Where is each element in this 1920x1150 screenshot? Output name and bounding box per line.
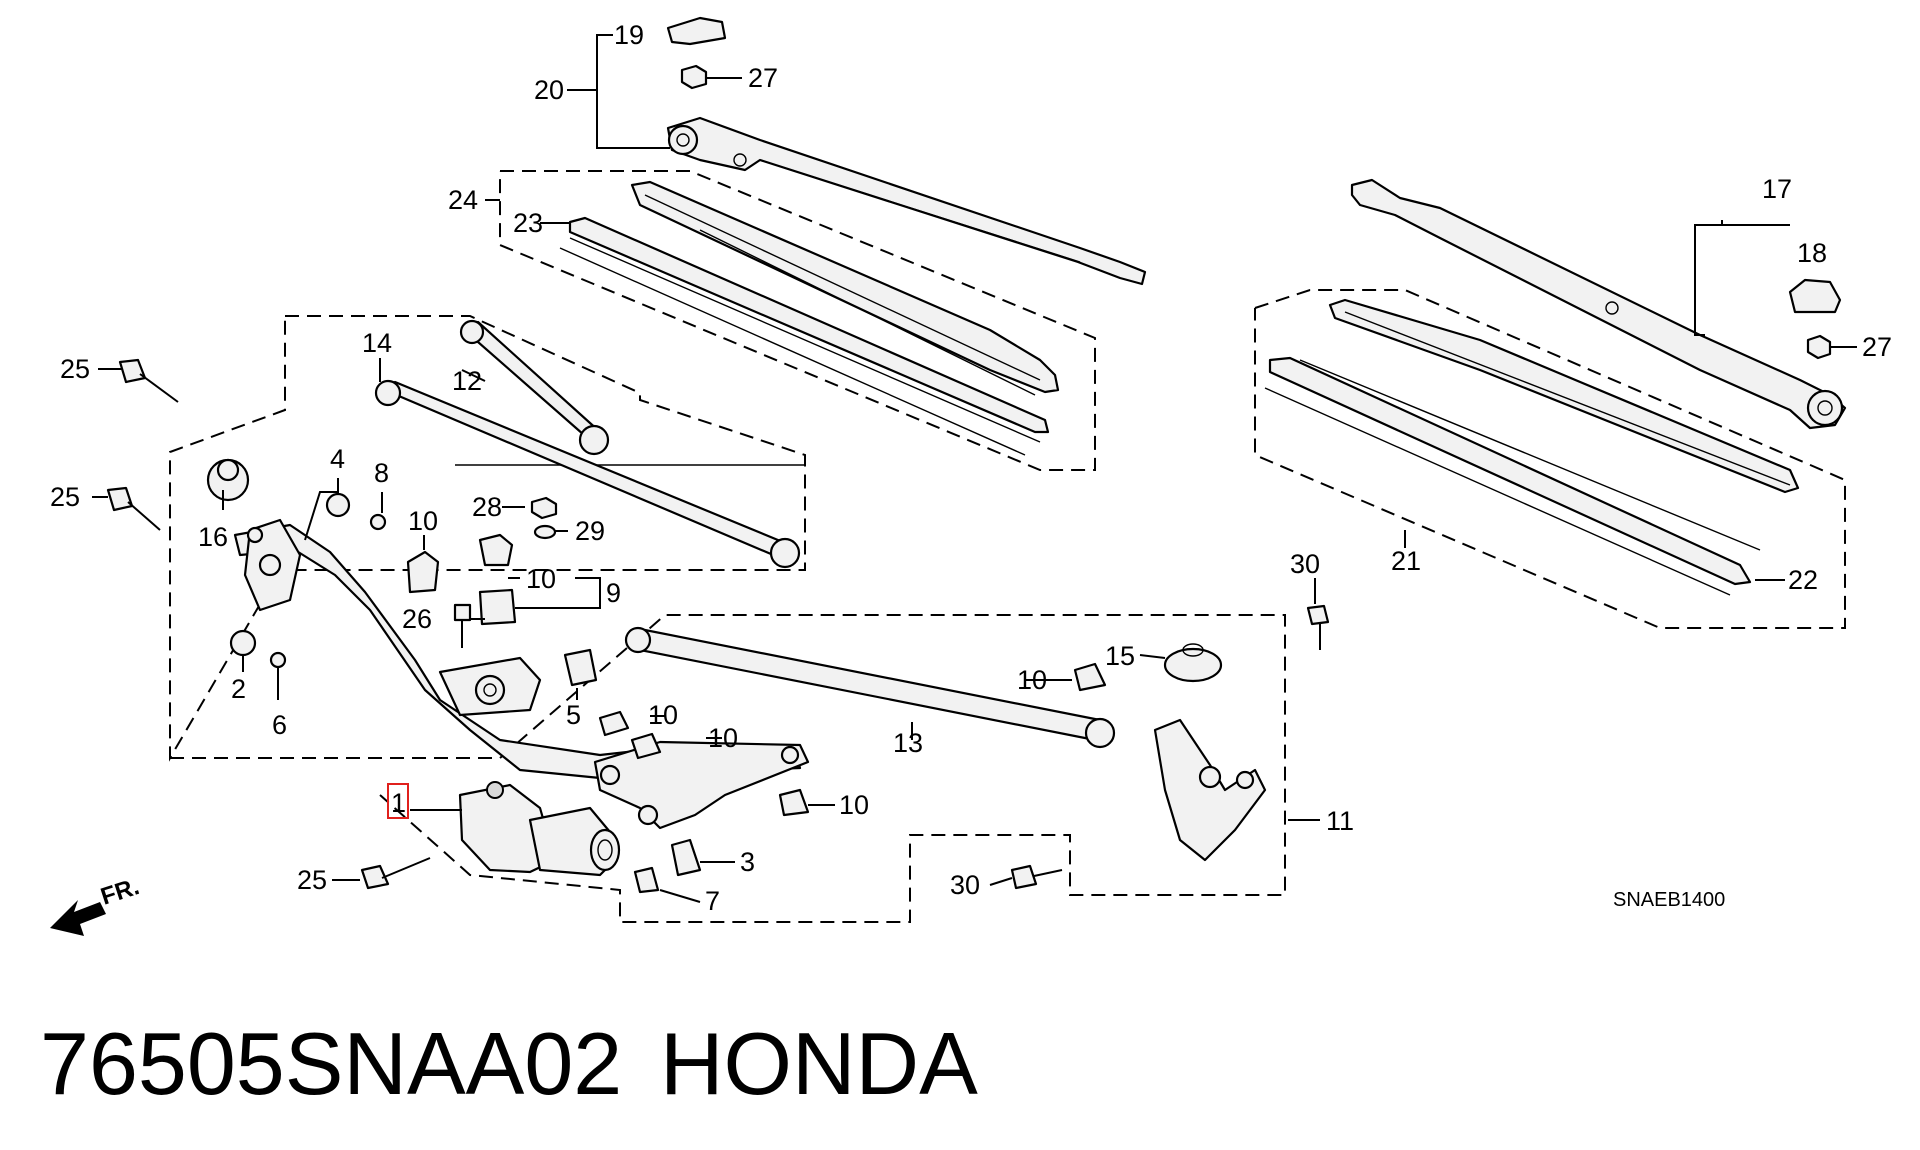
callout-10-d: 10 (708, 723, 738, 753)
callout-27-top: 27 (748, 63, 778, 93)
grommet-10-e (1073, 662, 1107, 692)
blade-rubber-22 (1264, 356, 1761, 596)
pivot-16 (206, 458, 302, 612)
bushing-3 (670, 838, 702, 877)
callout-10-e: 10 (1017, 665, 1047, 695)
bolt-26 (453, 603, 472, 648)
callout-1-highlight (387, 783, 409, 819)
front-marker: FR. (98, 873, 143, 911)
wiper-motor-1 (458, 781, 621, 877)
blade-rubber-23 (559, 216, 1050, 456)
bolt-30-right (1306, 604, 1330, 650)
linkage-rod-12 (374, 319, 801, 569)
callout-25-mid: 25 (50, 482, 80, 512)
group-boundary-24 (499, 170, 1096, 471)
callout-12: 12 (452, 366, 482, 396)
nut-27-right (1806, 334, 1832, 360)
front-direction-arrow-icon (50, 900, 106, 936)
washer-29 (533, 524, 557, 540)
linkage-rod-13 (624, 626, 1116, 749)
grommet-10-f (778, 788, 810, 817)
callout-10-b: 10 (526, 564, 556, 594)
callout-17: 17 (1762, 174, 1792, 204)
callout-8: 8 (374, 458, 389, 488)
callout-27-right: 27 (1862, 332, 1892, 362)
bolt-25-mid (106, 486, 161, 531)
callout-4: 4 (330, 444, 345, 474)
callout-3: 3 (740, 847, 755, 877)
grommet-10-c (598, 710, 630, 737)
bolt-8 (369, 513, 387, 531)
bolt-25-top (118, 358, 179, 403)
bolt-6 (269, 651, 287, 669)
callout-25-bottom: 25 (297, 865, 327, 895)
callout-28: 28 (472, 492, 502, 522)
callout-7: 7 (705, 886, 720, 916)
callout-5: 5 (566, 700, 581, 730)
callout-16: 16 (198, 522, 228, 552)
group-boundary-linkage (169, 315, 806, 762)
grommet-10-a (406, 550, 440, 594)
callout-23: 23 (513, 208, 543, 238)
part-number: 76505SNAA02 (40, 1014, 622, 1113)
callout-1: 1 (391, 788, 406, 818)
callout-26: 26 (402, 604, 432, 634)
front-wiper-arm-20 (666, 116, 1147, 286)
callout-30-bottom: 30 (950, 870, 980, 900)
passenger-wiper-blade-21 (1328, 298, 1800, 494)
bolt-25-bottom (360, 857, 431, 890)
passenger-wiper-arm-17 (1350, 178, 1847, 430)
brand-name: HONDA (660, 1014, 978, 1113)
callout-29: 29 (575, 516, 605, 546)
callout-13: 13 (893, 728, 923, 758)
group-boundary-21 (1254, 289, 1846, 629)
callout-9: 9 (606, 578, 621, 608)
nut-28 (530, 496, 558, 520)
grommet-10-d (630, 732, 662, 760)
callout-6: 6 (272, 710, 287, 740)
bolt-30-bottom (1010, 864, 1063, 890)
bushing-4 (325, 492, 351, 518)
bracket-9 (478, 588, 517, 626)
callout-2: 2 (231, 674, 246, 704)
callout-22: 22 (1788, 565, 1818, 595)
bushing-5 (563, 648, 598, 687)
callout-18: 18 (1797, 238, 1827, 268)
callout-19: 19 (614, 20, 644, 50)
bushing-2 (229, 629, 257, 657)
cap-19 (666, 16, 727, 46)
callout-21: 21 (1391, 546, 1421, 576)
front-wiper-blade-24 (630, 180, 1060, 396)
callout-15: 15 (1105, 641, 1135, 671)
diagram-code: SNAEB1400 (1613, 889, 1725, 911)
callout-11: 11 (1326, 806, 1354, 836)
pivot-11 (1153, 718, 1267, 862)
callout-24: 24 (448, 185, 478, 215)
callout-14: 14 (362, 328, 392, 358)
callout-25-top: 25 (60, 354, 90, 384)
callout-30-right: 30 (1290, 549, 1320, 579)
cap-18 (1788, 278, 1842, 314)
callout-10-a: 10 (408, 506, 438, 536)
damper-15 (1163, 643, 1223, 683)
callout-20: 20 (534, 75, 564, 105)
leader-lines (92, 34, 1857, 903)
cap-7 (633, 866, 660, 894)
grommet-10-b (478, 533, 514, 567)
nut-27-top (680, 64, 708, 90)
callout-10-c: 10 (648, 700, 678, 730)
callout-10-f: 10 (839, 790, 869, 820)
